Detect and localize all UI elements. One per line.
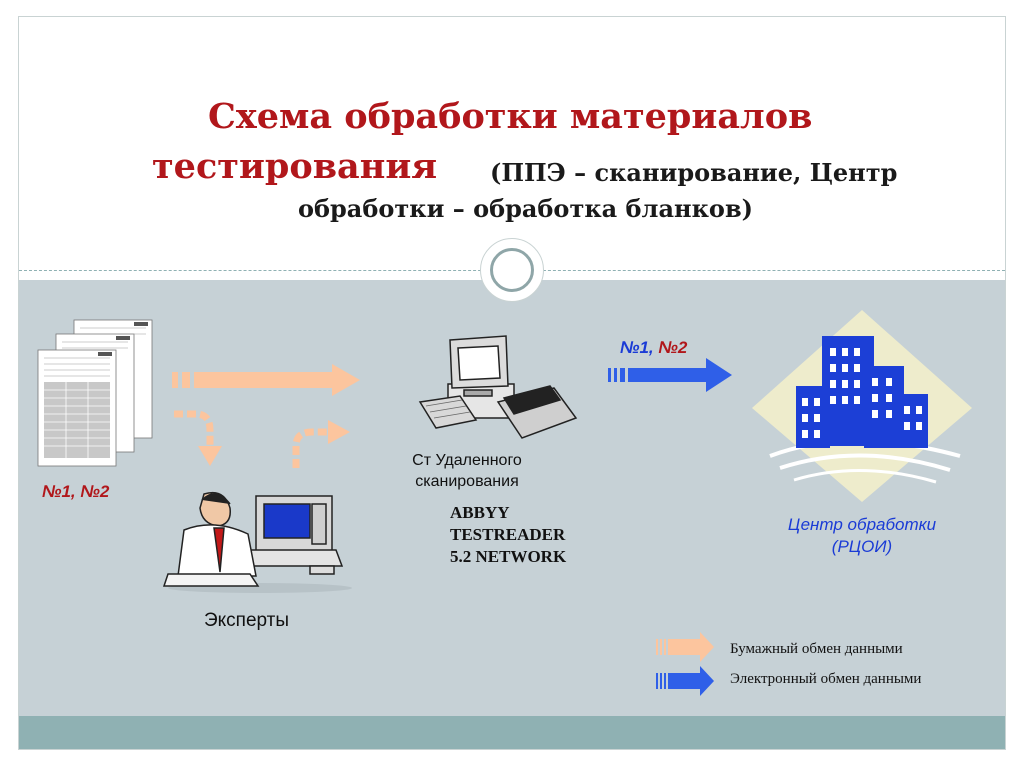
title-line-1: Схема обработки материалов — [208, 96, 813, 137]
paper-arrow-down-curved — [174, 410, 222, 466]
processing-center-line-2: (РЦОИ) — [831, 537, 893, 556]
subtitle-line-2: обработки – обработка бланков) — [298, 194, 753, 223]
forms-numbers-label: №1, №2 — [42, 482, 110, 501]
bottom-band — [19, 716, 1005, 749]
paper-arrow-up-curved — [292, 420, 350, 468]
title-line-2: тестирования — [152, 146, 438, 187]
processing-center-line-1: Центр обработки — [787, 515, 937, 534]
transfer-numbers-label: №1, №2 — [620, 338, 687, 358]
processing-center-label: Центр обработки (РЦОИ) — [764, 514, 960, 558]
answer-sheets-icon — [37, 319, 153, 467]
scan-station-line-1: Ст Удаленного — [412, 452, 522, 469]
software-label: ABBYY TESTREADER 5.2 NETWORK — [450, 502, 566, 568]
legend-electronic-arrow — [656, 666, 714, 696]
divider-circle — [480, 238, 544, 302]
office-building-icon — [752, 310, 972, 502]
computer-with-scanner-icon — [418, 335, 578, 439]
subtitle-line-1: (ППЭ – сканирование, Центр — [490, 158, 898, 187]
electronic-arrow-right — [608, 358, 732, 392]
scan-station-line-2: сканирования — [415, 473, 519, 490]
transfer-numbers-part-2: №2 — [658, 338, 688, 357]
paper-arrow-right — [172, 364, 360, 396]
legend-paper-label: Бумажный обмен данными — [730, 641, 903, 657]
legend-paper-arrow — [656, 632, 714, 662]
experts-label: Эксперты — [204, 610, 290, 631]
expert-at-computer-icon — [162, 491, 352, 593]
legend-electronic-label: Электронный обмен данными — [730, 671, 922, 687]
software-line-1: ABBYY — [450, 503, 510, 522]
transfer-numbers-part-1: №1, — [620, 338, 659, 357]
scan-station-label: Ст Удаленного сканирования — [392, 450, 542, 492]
software-line-2: TESTREADER — [450, 525, 566, 544]
software-line-3: 5.2 NETWORK — [450, 547, 567, 566]
